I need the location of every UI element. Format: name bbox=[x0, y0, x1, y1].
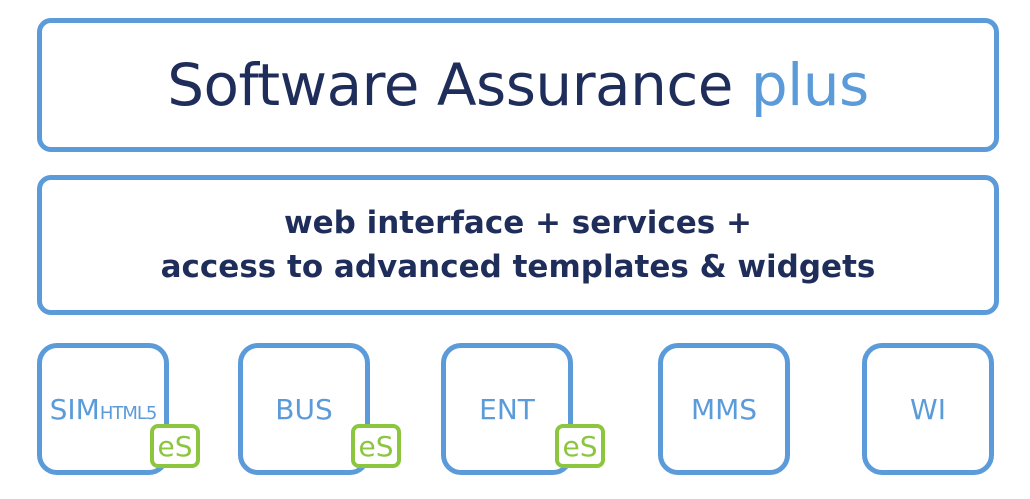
module-bus: BUS bbox=[238, 343, 370, 475]
module-ent: ENT bbox=[441, 343, 573, 475]
title-accent: plus bbox=[750, 51, 869, 119]
features-banner: web interface + services + access to adv… bbox=[37, 175, 999, 315]
module-sim-label: SIMHTML5 bbox=[49, 392, 158, 426]
title-banner: Software Assurance plus bbox=[37, 18, 999, 152]
module-wi-label: WI bbox=[910, 392, 946, 426]
module-sim: SIMHTML5 bbox=[37, 343, 169, 475]
module-mms-label: MMS bbox=[690, 392, 758, 426]
es-badge-bus: eS bbox=[351, 424, 401, 468]
es-badge-ent: eS bbox=[555, 424, 605, 468]
module-mms: MMS bbox=[658, 343, 790, 475]
module-sim-sub: HTML5 bbox=[99, 402, 158, 424]
module-bus-label: BUS bbox=[275, 392, 333, 426]
features-line-1: web interface + services + bbox=[283, 205, 753, 241]
features-line-2: access to advanced templates & widgets bbox=[160, 249, 876, 285]
page-title: Software Assurance plus bbox=[167, 51, 869, 119]
es-badge-sim: eS bbox=[150, 424, 200, 468]
title-main: Software Assurance bbox=[167, 51, 733, 119]
module-wi: WI bbox=[862, 343, 994, 475]
module-ent-label: ENT bbox=[479, 392, 535, 426]
